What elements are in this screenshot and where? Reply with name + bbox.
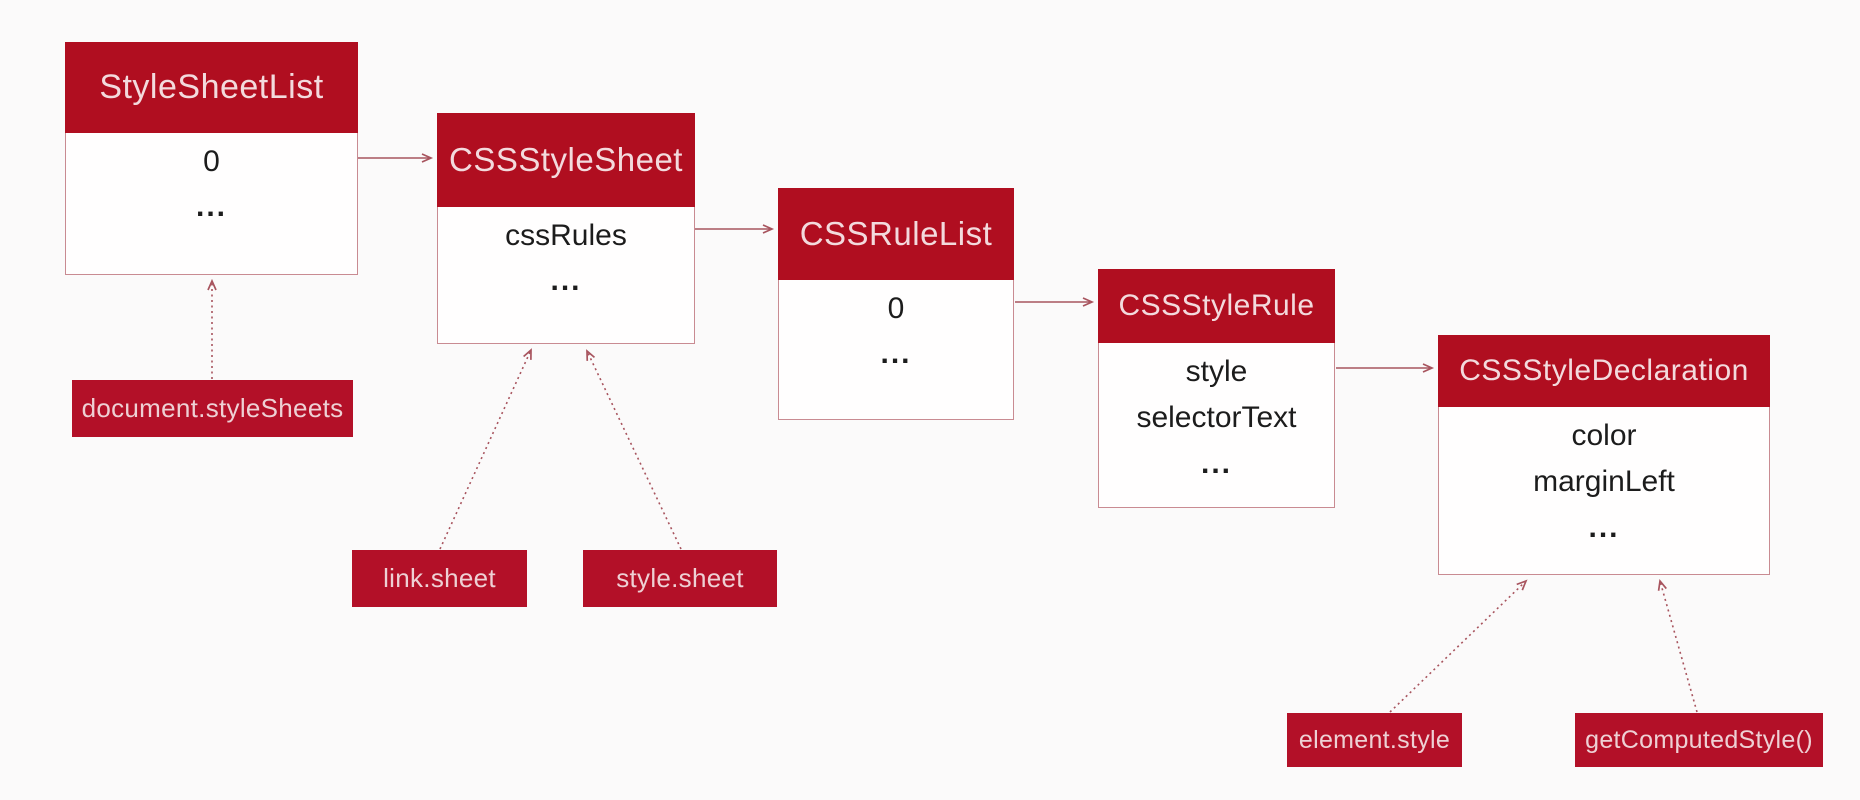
ellipsis-row: ... [1588, 511, 1620, 544]
property-row: selectorText [1136, 401, 1297, 434]
property-row: 0 [887, 292, 905, 325]
property-row: color [1571, 419, 1637, 452]
ellipsis-row: ... [1200, 447, 1232, 480]
label-style-sheet: style.sheet [583, 550, 777, 607]
arrow-style-sheet-to-cssstylesheet [586, 349, 682, 550]
label-element-style: element.style [1287, 713, 1462, 767]
arrow-element-style-to-cssstyledeclaration [1389, 579, 1528, 713]
property-row: style [1185, 355, 1248, 388]
box-body: 0 ... [66, 133, 357, 274]
class-box-cssstylesheet: CSSStyleSheet cssRules ... [437, 113, 695, 344]
label-document-stylesheets: document.styleSheets [72, 380, 353, 437]
class-box-cssrulelist: CSSRuleList 0 ... [778, 188, 1014, 420]
property-row: 0 [203, 145, 220, 178]
property-row: cssRules [505, 219, 627, 252]
ellipsis-row: ... [550, 264, 582, 297]
class-box-title: CSSStyleSheet [437, 113, 695, 207]
class-box-cssstylerule: CSSStyleRule style selectorText ... [1098, 269, 1335, 508]
label-getcomputedstyle: getComputedStyle() [1575, 713, 1823, 767]
arrow-link-sheet-to-cssstylesheet [439, 348, 532, 550]
box-body: color marginLeft ... [1439, 407, 1769, 574]
box-body: cssRules ... [438, 207, 694, 343]
box-body: 0 ... [779, 280, 1013, 419]
class-box-title: StyleSheetList [65, 42, 358, 133]
class-box-title: CSSStyleRule [1098, 269, 1335, 343]
class-box-title: CSSStyleDeclaration [1438, 335, 1770, 407]
class-box-cssstyledeclaration: CSSStyleDeclaration color marginLeft ... [1438, 335, 1770, 575]
ellipsis-row: ... [880, 337, 912, 370]
box-body: style selectorText ... [1099, 343, 1334, 507]
label-link-sheet: link.sheet [352, 550, 527, 607]
property-row: marginLeft [1533, 465, 1675, 498]
class-box-title: CSSRuleList [778, 188, 1014, 280]
ellipsis-row: ... [195, 190, 227, 223]
class-box-stylesheetlist: StyleSheetList 0 ... [65, 42, 358, 275]
arrow-getcomputedstyle-to-cssstyledeclaration [1657, 578, 1698, 713]
